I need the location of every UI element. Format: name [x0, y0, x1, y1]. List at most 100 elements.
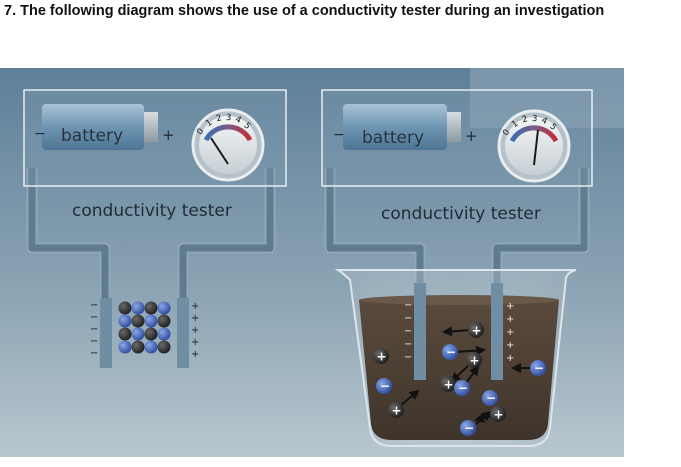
right-electrode-plus-4: +	[506, 340, 514, 351]
left-scale-2: 2	[215, 113, 223, 124]
lattice-ion	[131, 340, 145, 354]
anion	[454, 380, 470, 396]
anion	[482, 390, 498, 406]
right-electrode-plus-1: +	[506, 301, 514, 312]
anion-sign: −	[534, 361, 544, 375]
anion-sign: −	[458, 381, 468, 395]
cation-sign: +	[494, 408, 504, 422]
left-scale-3: 3	[225, 113, 231, 123]
left-meter-arc	[203, 124, 253, 142]
ion-arrow	[442, 326, 471, 337]
lattice-ion	[131, 301, 145, 315]
dissolved-ions: + − + + − + − + − − + −	[373, 322, 546, 436]
cation	[490, 406, 506, 422]
lattice-ion	[118, 340, 132, 354]
lattice-ion	[118, 301, 132, 315]
right-electrode-negative	[414, 283, 426, 380]
cation-sign: +	[472, 324, 482, 338]
left-battery-cap	[144, 112, 158, 142]
left-electrode-minus-3: −	[90, 324, 98, 335]
left-battery	[42, 104, 144, 150]
left-electrode-minus-2: −	[90, 312, 98, 323]
left-meter-needle	[210, 137, 229, 165]
beaker-solution	[359, 300, 559, 440]
lattice-ion	[131, 327, 145, 341]
anion-sign: −	[464, 421, 474, 435]
question-text: 7. The following diagram shows the use o…	[4, 3, 605, 19]
right-electrode-minus-2: −	[404, 313, 412, 324]
left-battery-minus: −	[34, 126, 46, 142]
left-electrode-plus-3: +	[191, 325, 199, 336]
conductivity-diagram: − battery + 0 1 2 3 4 5 conductivity tes…	[0, 68, 624, 457]
right-scale-5: 5	[547, 122, 558, 133]
lattice-ion	[131, 314, 145, 328]
right-scale-1: 1	[510, 119, 520, 130]
cation-sign: +	[377, 350, 387, 364]
ion-arrow	[399, 389, 420, 407]
right-battery-cap	[447, 112, 461, 142]
left-battery-plus: +	[162, 126, 175, 144]
right-electrode-minus-5: −	[404, 352, 412, 363]
left-electrode-plus-4: +	[191, 337, 199, 348]
left-electrode-plus-5: +	[191, 349, 199, 360]
right-electrode-plus-3: +	[506, 327, 514, 338]
left-scale-1: 1	[204, 118, 214, 129]
ionic-lattice	[118, 301, 171, 354]
lattice-ion	[157, 301, 171, 315]
lattice-ion	[157, 314, 171, 328]
cation-sign: +	[470, 354, 480, 368]
right-electrode-minus-1: −	[404, 300, 412, 311]
lattice-ion	[157, 340, 171, 354]
lattice-ion	[157, 327, 171, 341]
left-scale-0: 0	[195, 127, 206, 137]
right-electrode-minus-3: −	[404, 326, 412, 337]
right-battery-minus: −	[333, 127, 345, 143]
left-electrode-plus-2: +	[191, 313, 199, 324]
left-meter-scale: 0 1 2 3 4 5	[195, 113, 252, 137]
left-electrode-minus-4: −	[90, 336, 98, 347]
right-electrode-minus-4: −	[404, 339, 412, 350]
left-electrode-minus-1: −	[90, 300, 98, 311]
lattice-ion	[144, 301, 158, 315]
right-electrode-plus-2: +	[506, 314, 514, 325]
ion-arrow	[450, 365, 469, 383]
right-electrode-positive	[491, 283, 503, 380]
right-battery-label: battery	[362, 128, 424, 148]
cation	[388, 402, 404, 418]
right-battery	[343, 104, 447, 150]
lattice-ion	[144, 340, 158, 354]
right-scale-3: 3	[531, 114, 537, 124]
right-electrode-plus-5: +	[506, 353, 514, 364]
cation	[440, 376, 456, 392]
cation-sign: +	[444, 378, 454, 392]
right-meter-arc	[509, 125, 559, 143]
right-meter-scale: 0 1 2 3 4 5	[501, 114, 558, 138]
ion-arrow	[474, 413, 493, 423]
right-setup: − battery + 0 1 2 3 4 5 conductivity tes…	[321, 89, 593, 447]
right-meter-needle	[533, 129, 539, 166]
beaker-solution-surface	[359, 295, 559, 305]
anion	[442, 344, 458, 360]
right-scale-4: 4	[540, 116, 549, 127]
left-setup: − battery + 0 1 2 3 4 5 conductivity tes…	[23, 89, 287, 368]
left-scale-4: 4	[234, 115, 243, 126]
cation	[466, 352, 482, 368]
lattice-ion	[118, 327, 132, 341]
lattice-ion	[118, 314, 132, 328]
right-scale-2: 2	[521, 114, 529, 125]
anion-sign: −	[446, 345, 456, 359]
anion	[460, 420, 476, 436]
anion-sign: −	[486, 391, 496, 405]
lattice-ion	[144, 314, 158, 328]
anion-sign: −	[380, 379, 390, 393]
ion-arrow	[455, 345, 486, 356]
lattice-ion	[144, 327, 158, 341]
right-tester-label: conductivity tester	[381, 204, 541, 224]
anion	[530, 360, 546, 376]
left-tester-label: conductivity tester	[72, 201, 232, 221]
left-electrode-plus-1: +	[191, 301, 199, 312]
left-scale-5: 5	[241, 121, 252, 132]
cation	[468, 322, 484, 338]
anion	[376, 378, 392, 394]
left-battery-label: battery	[61, 126, 123, 146]
